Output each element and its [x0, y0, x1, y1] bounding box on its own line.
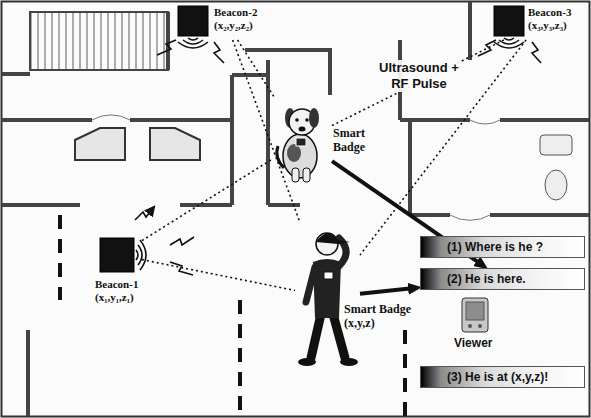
smart-badge-person: Smart Badge(x,y,z) [295, 222, 360, 372]
signal-path [332, 40, 504, 126]
signal-label-text: Ultrasound + RF Pulse [378, 60, 460, 92]
message-box: (3) He is at (x,y,z)! [420, 366, 585, 388]
message-box: (1) Where is he ? [420, 236, 585, 258]
pda-figure [450, 298, 500, 334]
wave-arc [504, 38, 514, 40]
text-group: (3) He is at (x,y,z)! [421, 367, 556, 387]
dashed-wall [60, 215, 405, 416]
wave-arc [138, 245, 142, 265]
beacon: Beacon-2(x₂,y₂,z₂) [178, 4, 274, 40]
beacon-label: Beacon-3 [527, 6, 572, 19]
figure-label: Smart Badge [332, 126, 376, 154]
dog-body [283, 134, 317, 178]
message-box: (2) He is here. [420, 268, 585, 290]
pda-button [478, 324, 482, 328]
message-text: (3) He is at (x,y,z)! [447, 369, 548, 385]
wave-arc [494, 42, 524, 48]
dog-patch [287, 144, 301, 162]
person-legs [311, 314, 345, 358]
person-arm [306, 267, 315, 302]
message-text: (2) He is here. [447, 271, 526, 287]
toilet-fixture [545, 170, 567, 200]
beacon-label: Beacon-1 [94, 278, 139, 291]
text-group: Beacon-2(x₂,y₂,z₂) [213, 6, 275, 32]
smart-badge-dog: Smart Badge [272, 98, 332, 183]
dog-leg [303, 168, 310, 182]
signal-path [142, 159, 272, 240]
signal-path [233, 40, 300, 222]
figure-label: (x,y,z) [343, 316, 376, 330]
pda-body [462, 298, 488, 332]
person-cap [316, 233, 350, 244]
sink-fixture [540, 135, 572, 155]
pda-button [468, 324, 472, 328]
beacon-label: Beacon-2 [213, 6, 258, 19]
beacon-figure [96, 236, 142, 274]
viewer-device: Viewer [450, 298, 500, 334]
text-group: Viewer [453, 336, 503, 350]
badge [296, 138, 306, 146]
text-group: (1) Where is he ? [421, 237, 551, 257]
beacon-unit [100, 238, 134, 272]
report-arrow [360, 288, 412, 293]
beacon-unit [178, 6, 208, 36]
dog-eye [305, 118, 309, 122]
figure-label: Viewer [453, 336, 493, 350]
text-group: Beacon-1(x₁,y₁,z₁) [94, 278, 158, 304]
wave-arc [499, 40, 519, 44]
beacon-label: (x₁,y₁,z₁) [94, 291, 135, 304]
dog-figure [272, 98, 332, 183]
text-group: Smart Badge(x,y,z) [343, 302, 433, 330]
message-text: (1) Where is he ? [447, 239, 543, 255]
staircase [30, 12, 168, 70]
beacon-label: (x₃,y₃,z₃) [527, 19, 568, 32]
badge [324, 272, 333, 279]
signal-label: Ultrasound + RF Pulse [378, 60, 460, 92]
text-group: (2) He is here. [421, 269, 534, 289]
signal-path [142, 260, 295, 291]
dog-nose [299, 127, 306, 132]
ultrasound-waves [136, 240, 146, 270]
person-figure [295, 222, 360, 372]
person-shoe [340, 358, 358, 366]
figure-label: Smart Badge [343, 302, 412, 316]
text-group: Beacon-3(x₃,y₃,z₃) [527, 6, 585, 32]
wave-arc [188, 38, 198, 40]
ultrasound-waves [494, 38, 524, 48]
pillar [75, 128, 200, 160]
ultrasound-waves [178, 38, 208, 48]
beacon-label: (x₂,y₂,z₂) [213, 19, 254, 32]
wave-arc [140, 240, 146, 270]
text-group: Smart Badge [332, 126, 376, 154]
wave-arc [183, 40, 203, 44]
wave-arc [178, 42, 208, 48]
signal-path [360, 40, 526, 255]
pda-screen [466, 302, 484, 320]
dog-eye [295, 118, 299, 122]
beacon: Beacon-3(x₃,y₃,z₃) [494, 4, 586, 40]
beacon: Beacon-1(x₁,y₁,z₁) [96, 236, 142, 274]
dog-ear [309, 108, 319, 128]
dog-leg [292, 168, 299, 182]
person-shoe [298, 358, 316, 366]
wave-arc [136, 250, 138, 260]
beacon-unit [494, 6, 524, 36]
